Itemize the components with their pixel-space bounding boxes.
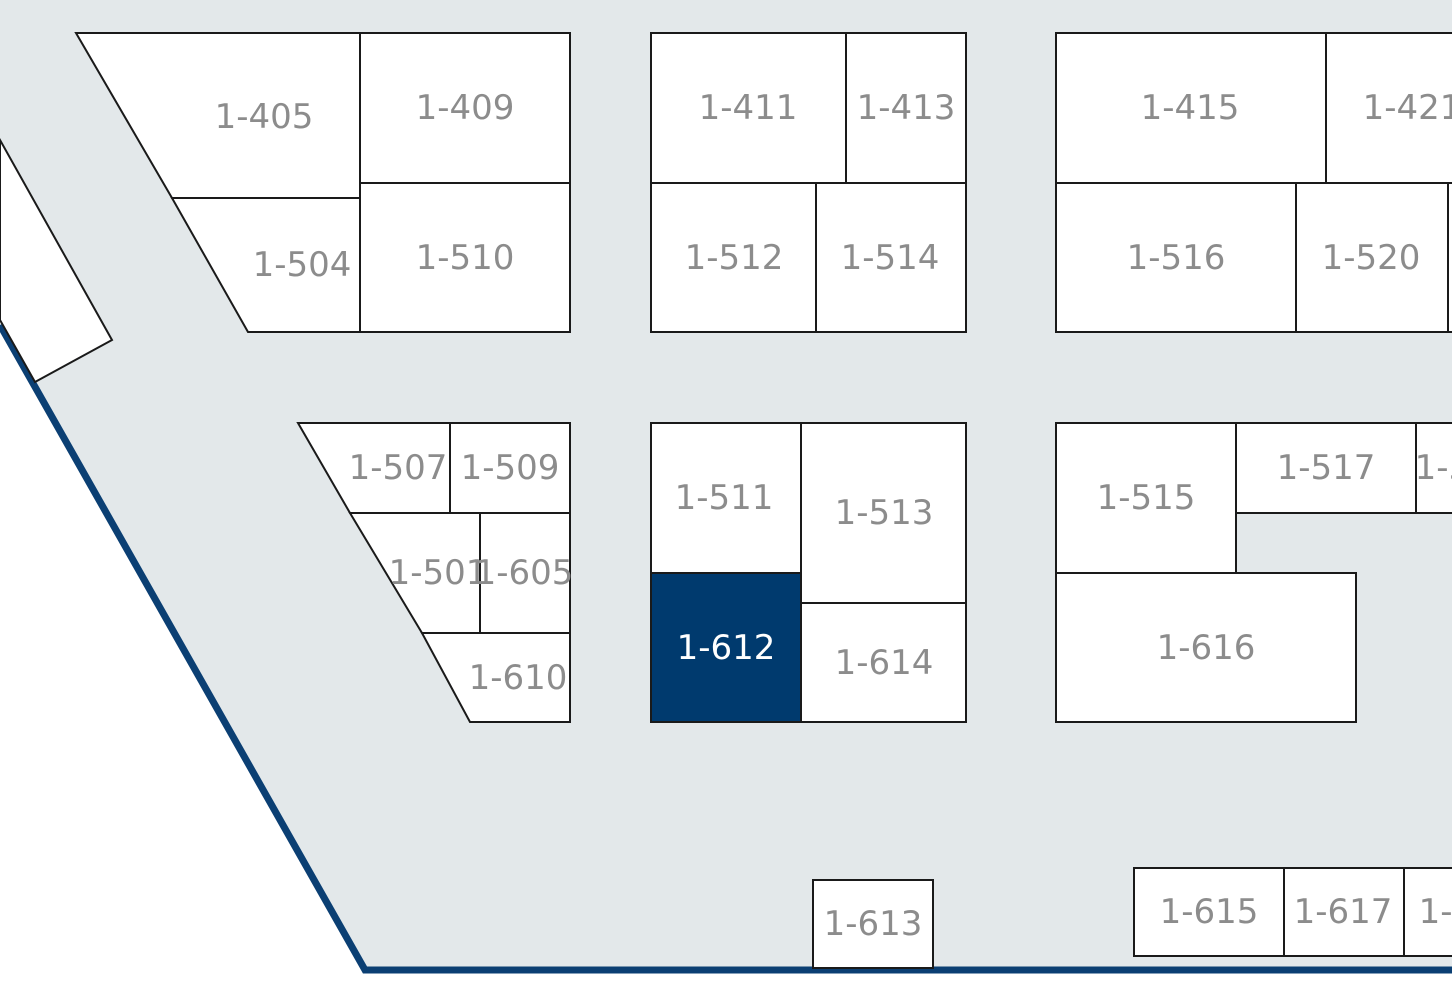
hall-wall	[0, 323, 1452, 974]
booth-1-515[interactable]	[1055, 422, 1237, 574]
booth-1-614[interactable]	[800, 602, 967, 723]
booth-1-519[interactable]	[1415, 422, 1452, 514]
booth-1-510[interactable]	[359, 182, 571, 333]
booth-1-513[interactable]	[800, 422, 967, 604]
booth-1-610[interactable]	[420, 632, 571, 723]
entrance-structure	[0, 137, 114, 384]
booth-1-616[interactable]	[1055, 572, 1357, 723]
booth-1-409[interactable]	[359, 32, 571, 184]
booth-1-517[interactable]	[1235, 422, 1417, 514]
booth-1-619[interactable]	[1403, 867, 1452, 957]
booth-1-512[interactable]	[650, 182, 817, 333]
booth-1-516[interactable]	[1055, 182, 1297, 333]
booth-1-415[interactable]	[1055, 32, 1327, 184]
booth-1-615[interactable]	[1133, 867, 1285, 957]
booth-1-411[interactable]	[650, 32, 847, 184]
booth-1-511[interactable]	[650, 422, 802, 574]
booth-1-605[interactable]	[479, 512, 571, 634]
booth-1-421[interactable]	[1325, 32, 1452, 184]
booth-1-612[interactable]	[650, 572, 802, 723]
booth-edge-partial[interactable]	[1447, 182, 1452, 333]
booth-1-514[interactable]	[815, 182, 967, 333]
booth-1-413[interactable]	[845, 32, 967, 184]
booth-1-509[interactable]	[449, 422, 571, 514]
booth-1-520[interactable]	[1295, 182, 1449, 333]
booth-1-613[interactable]	[812, 879, 934, 969]
booth-1-617[interactable]	[1283, 867, 1405, 957]
